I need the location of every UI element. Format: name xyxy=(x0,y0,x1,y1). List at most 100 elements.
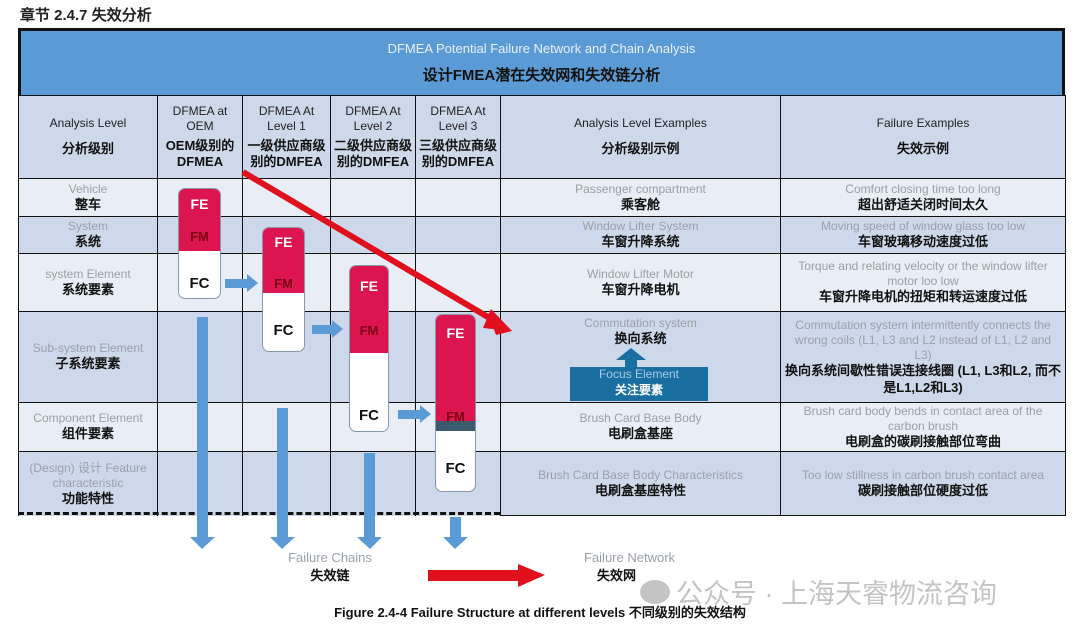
header-zh: 失效示例 xyxy=(896,141,949,157)
failure-zh: 换向系统间歇性错误连接线圈 (L1, L3和L2, 而不是L1,L2和L3) xyxy=(785,363,1061,395)
failure-network-label: Failure Network 失效网 xyxy=(570,550,710,584)
fm-label: FM xyxy=(359,323,379,338)
arrow-up-icon xyxy=(616,348,646,368)
arrow-right-icon xyxy=(312,320,343,338)
level2-failure-box: FE FM FC xyxy=(349,265,389,432)
header-zh: 分析级别示例 xyxy=(601,141,680,157)
header-en: Analysis Level xyxy=(49,116,127,131)
failure-example-cell: Commutation system intermittently connec… xyxy=(780,311,1066,403)
example-en: Brush Card Base Body Characteristics xyxy=(538,467,743,482)
header-en: DFMEA At Level 2 xyxy=(345,103,401,133)
header-cell: DFMEA at OEM OEM级别的DFMEA xyxy=(157,95,243,179)
level3-failure-box: FE FM FC xyxy=(435,314,476,492)
header-zh: 一级供应商级别的DMFEA xyxy=(247,137,326,169)
level-en: System xyxy=(67,219,108,234)
example-en: Window Lifter System xyxy=(582,219,699,234)
focus-en: Focus Element xyxy=(598,367,680,381)
level-zh: 组件要素 xyxy=(61,426,114,442)
failure-network-zh: 失效网 xyxy=(597,568,637,583)
fe-label: FE xyxy=(360,278,378,294)
example-en: Brush Card Base Body xyxy=(579,411,702,426)
section-title: 章节 2.4.7 失效分析 xyxy=(20,7,152,24)
header-zh: 分析级别 xyxy=(61,141,114,157)
header-cell: Analysis Level Examples 分析级别示例 xyxy=(500,95,781,179)
failure-en: Moving speed of window glass too low xyxy=(820,219,1026,234)
banner-en: DFMEA Potential Failure Network and Chai… xyxy=(387,41,696,56)
red-arrow-right-icon xyxy=(428,564,545,587)
header-cell: DFMEA At Level 1 一级供应商级别的DMFEA xyxy=(242,95,331,179)
focus-element-box: Focus Element 关注要素 xyxy=(570,367,708,401)
header-zh: 二级供应商级别的DMFEA xyxy=(333,137,412,169)
failure-example-cell: Too low stillness in carbon brush contac… xyxy=(780,451,1066,516)
fm-label: FM xyxy=(274,276,293,291)
banner-zh: 设计FMEA潜在失效网和失效链分析 xyxy=(422,67,661,84)
header-cell: DFMEA At Level 2 二级供应商级别的DMFEA xyxy=(330,95,416,179)
watermark-text: 公众号 · 上海天睿物流咨询 xyxy=(676,579,997,609)
failure-en: Torque and relating velocity or the wind… xyxy=(798,259,1048,289)
header-zh: 三级供应商级别的DMFEA xyxy=(418,137,497,169)
fm-label: FM xyxy=(190,229,209,244)
figure-caption: Figure 2.4-4 Failure Structure at differ… xyxy=(334,605,746,620)
failure-zh: 超出舒适关闭时间太久 xyxy=(857,196,988,212)
header-en: DFMEA at OEM xyxy=(172,103,228,133)
arrow-down-icon xyxy=(357,453,382,549)
arrow-right-icon xyxy=(398,405,431,423)
example-zh: 换向系统 xyxy=(614,331,667,346)
example-en: Window Lifter Motor xyxy=(587,266,694,281)
wechat-icon xyxy=(640,579,670,604)
failure-en: Brush card body bends in contact area of… xyxy=(803,403,1043,433)
fe-label: FE xyxy=(190,196,209,212)
failure-zh: 电刷盒的碳刷接触部位弯曲 xyxy=(844,433,1001,449)
focus-zh: 关注要素 xyxy=(614,382,663,397)
failure-en: Too low stillness in carbon brush contac… xyxy=(801,467,1045,482)
example-zh: 乘客舱 xyxy=(620,196,660,212)
arrow-right-icon xyxy=(225,274,258,292)
level-zh: 功能特性 xyxy=(61,490,114,506)
level-zh: 系统要素 xyxy=(61,281,114,297)
failure-chains-label: Failure Chains 失效链 xyxy=(270,550,390,584)
fc-label: FC xyxy=(359,407,379,424)
fc-label: FC xyxy=(189,275,210,292)
dashed-boundary xyxy=(18,512,500,515)
level-zh: 子系统要素 xyxy=(55,356,121,372)
header-zh: OEM级别的DFMEA xyxy=(165,137,235,169)
fc-label: FC xyxy=(273,322,294,339)
header-en: Failure Examples xyxy=(876,116,970,131)
failure-chains-en: Failure Chains xyxy=(288,550,372,565)
watermark: 公众号 · 上海天睿物流咨询 xyxy=(640,572,997,611)
level-en: (Design) 设计 Feature characteristic xyxy=(29,460,147,490)
level-zh: 整车 xyxy=(74,196,101,212)
diagonal-red-arrow-icon xyxy=(241,169,512,335)
level-en: Component Element xyxy=(33,411,143,426)
header-en: DFMEA At Level 1 xyxy=(258,103,315,133)
failure-zh: 车窗升降电机的扭矩和转运速度过低 xyxy=(818,289,1027,305)
fe-label: FE xyxy=(274,234,293,250)
failure-example-cell: Brush card body bends in contact area of… xyxy=(780,402,1066,452)
header-en: DFMEA At Level 3 xyxy=(430,103,486,133)
failure-zh: 碳刷接触部位硬度过低 xyxy=(857,482,988,498)
failure-en: Commutation system intermittently connec… xyxy=(794,318,1052,363)
banner: DFMEA Potential Failure Network and Chai… xyxy=(18,28,1065,95)
level-zh: 系统 xyxy=(74,234,101,250)
header-en: Analysis Level Examples xyxy=(574,116,707,131)
failure-zh: 车窗玻璃移动速度过低 xyxy=(857,234,988,250)
example-zh: 电刷盒基座特性 xyxy=(594,482,686,498)
example-en: Passenger compartment xyxy=(575,181,706,196)
example-zh: 车窗升降系统 xyxy=(601,234,680,250)
arrow-down-icon xyxy=(443,517,468,549)
header-cell: Failure Examples 失效示例 xyxy=(780,95,1066,179)
level-en: Vehicle xyxy=(68,181,108,196)
level-en: Sub-system Element xyxy=(32,341,144,356)
failure-en: Comfort closing time too long xyxy=(845,181,1001,196)
fc-label: FC xyxy=(445,460,466,477)
